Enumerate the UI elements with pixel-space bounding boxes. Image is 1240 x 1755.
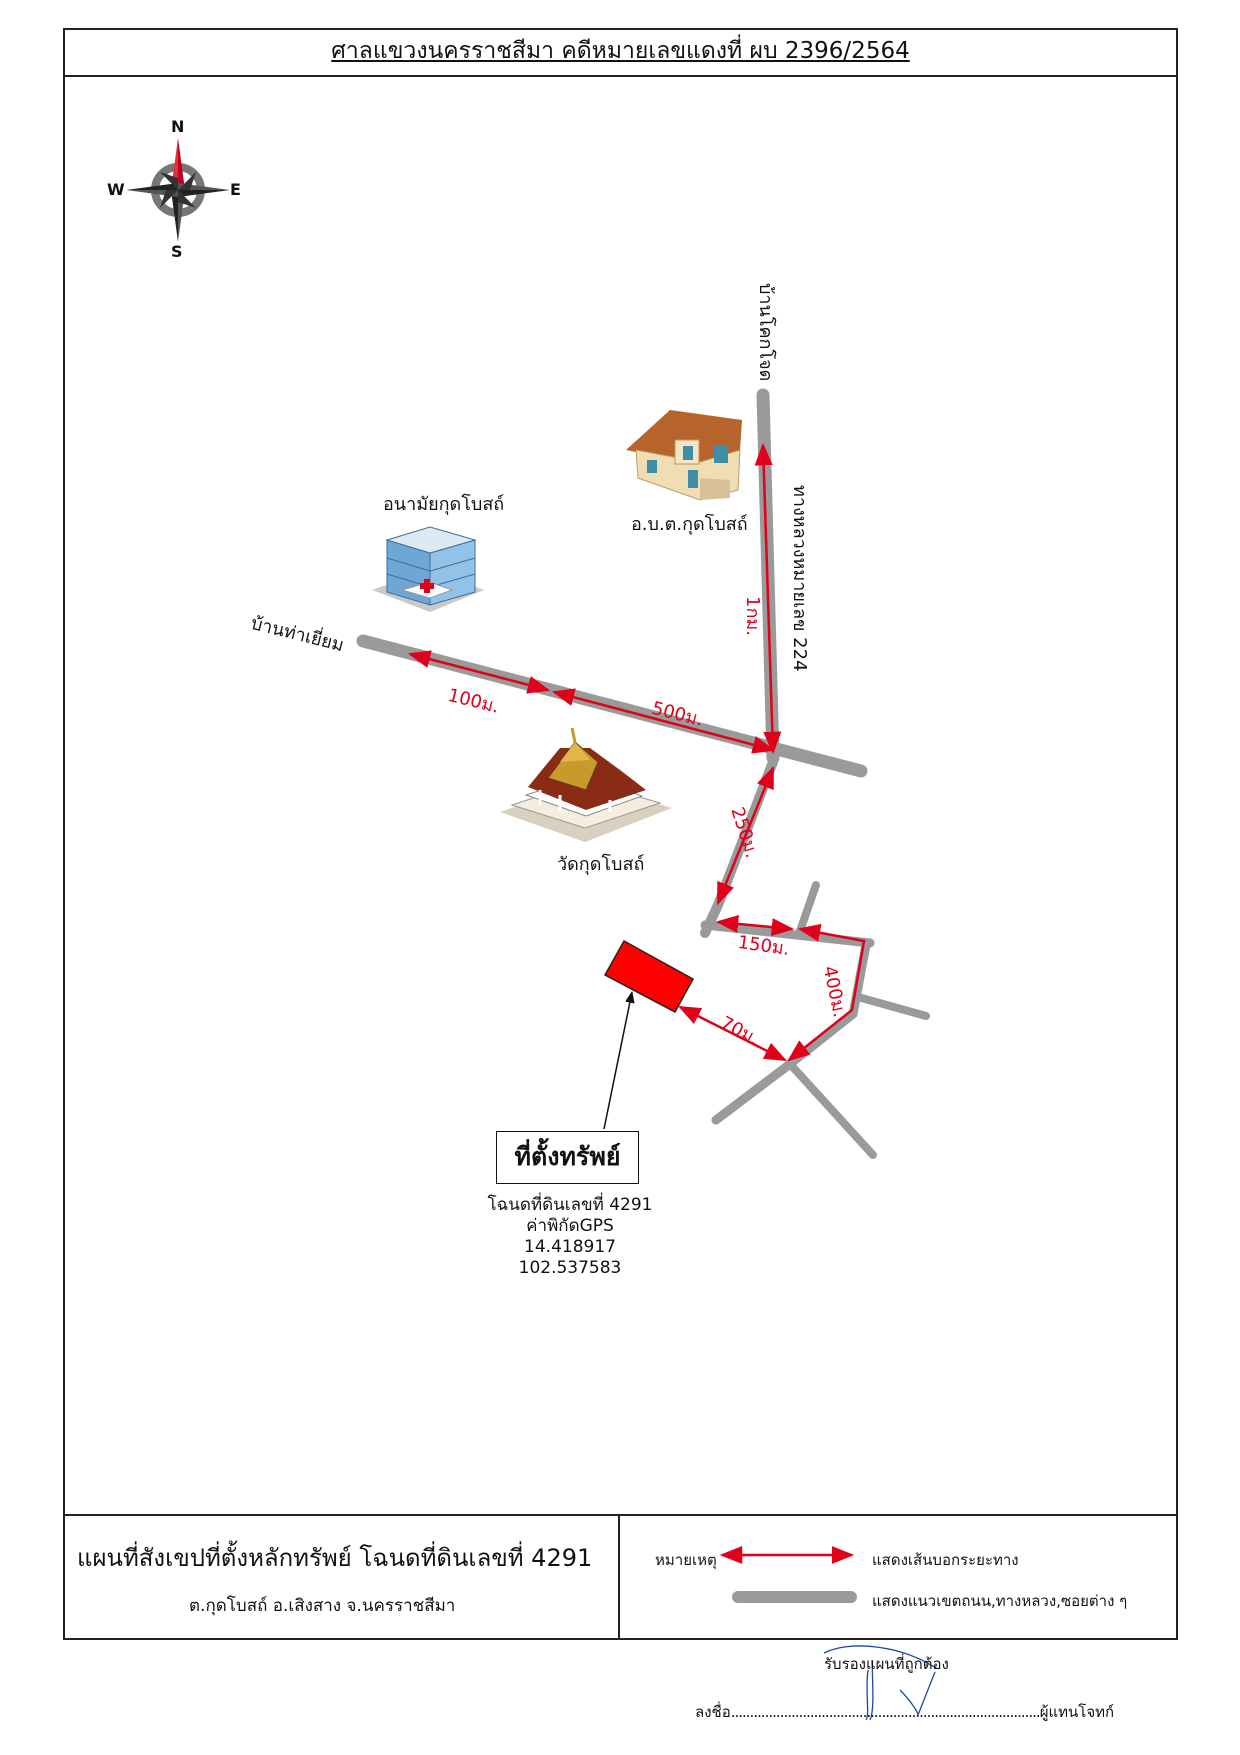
temple-label: วัดกุดโบสถ์	[557, 854, 645, 875]
sign-suffix: ผู้แทนโจทก์	[1039, 1703, 1115, 1721]
gps-longitude: 102.537583	[518, 1258, 622, 1278]
sign-line: ลงชื่อ..................................…	[695, 1700, 1114, 1724]
compass-rose-icon	[126, 138, 230, 242]
asset-info: โฉนดที่ดินเลขที่ 4291 ค่าพิกัดGPS 14.418…	[430, 1195, 710, 1279]
footer-panel: แผนที่สังเขปที่ตั้งหลักทรัพย์ โฉนดที่ดิน…	[63, 1514, 1178, 1640]
compass-east-label: E	[230, 180, 241, 199]
compass-north-label: N	[171, 117, 185, 136]
arrow-250m	[716, 765, 775, 906]
asset-pointer-arrow	[603, 990, 635, 1130]
distance-1km-label: 1กม.	[742, 596, 763, 636]
legend-title: หมายเหตุ	[655, 1551, 717, 1569]
arrow-70m	[677, 1005, 788, 1062]
arrow-400m	[787, 923, 866, 1062]
deed-number: โฉนดที่ดินเลขที่ 4291	[487, 1195, 653, 1215]
sign-dots: ........................................…	[730, 1703, 1041, 1721]
gps-latitude: 14.418917	[524, 1237, 616, 1257]
road-sw-arm	[711, 1059, 795, 1125]
asset-plot	[603, 939, 695, 1014]
gps-label: ค่าพิกัดGPS	[526, 1216, 614, 1236]
road-east-arm	[854, 993, 930, 1020]
tambon-office-icon	[626, 410, 742, 501]
sign-prefix: ลงชื่อ	[695, 1703, 731, 1721]
asset-location-label: ที่ตั้งทรัพย์	[496, 1131, 639, 1184]
road-se-arm	[786, 1060, 877, 1159]
compass-west-label: W	[107, 180, 125, 199]
health-center-label: อนามัยกุดโบสถ์	[383, 494, 505, 515]
map-location: ต.กุดโบสถ์ อ.เสิงสาง จ.นครราชสีมา	[189, 1596, 456, 1616]
highway-label: ทางหลวงหมายเลข 224	[789, 485, 810, 672]
tambon-office-label: อ.บ.ต.กุดโบสถ์	[631, 514, 748, 535]
legend-arrow-text: แสดงเส้นบอกระยะทาง	[872, 1551, 1019, 1569]
arrow-150m	[715, 914, 795, 937]
road-stub	[796, 881, 820, 935]
village-north-label: บ้านโคกโจด	[755, 283, 776, 382]
footer-divider	[618, 1516, 620, 1640]
compass-south-label: S	[171, 242, 183, 261]
certify-text: รับรองแผนที่ถูกต้อง	[824, 1655, 949, 1673]
legend-road-text: แสดงแนวเขตถนน,ทางหลวง,ซอยต่าง ๆ	[872, 1592, 1128, 1610]
temple-icon	[500, 727, 672, 842]
signature-scribble	[823, 1645, 937, 1721]
arrow-100m	[407, 650, 551, 694]
page-title: ศาลแขวงนครราชสีมา คดีหมายเลขแดงที่ ผบ 23…	[63, 28, 1178, 77]
arrow-500m	[551, 688, 776, 754]
map-frame	[63, 28, 1178, 1640]
health-center-icon	[372, 526, 484, 612]
distance-arrows	[407, 442, 866, 1062]
map-title: แผนที่สังเขปที่ตั้งหลักทรัพย์ โฉนดที่ดิน…	[77, 1544, 593, 1572]
